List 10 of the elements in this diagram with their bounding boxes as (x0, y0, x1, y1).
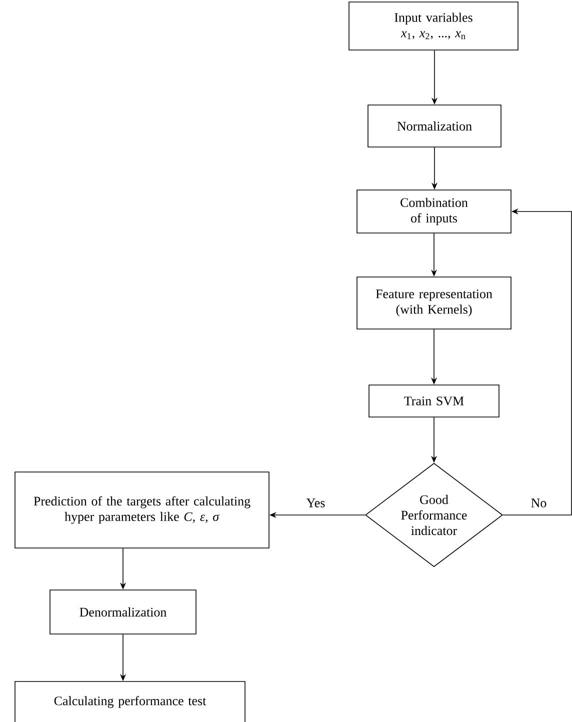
process-box: Prediction of the targets after calculating hyper parameters like C, ε, σ (14, 472, 270, 548)
process-box: Denormalization (50, 590, 196, 634)
edge-label: No (531, 498, 546, 508)
process-box: Input variables x$_{1}$, x$_{2}$, ..., x$_{n}$ (348, 2, 518, 50)
process-box: Calculating performance test (14, 681, 246, 722)
process-box: Train SVM (368, 384, 500, 418)
process-box: Normalization (368, 104, 502, 148)
process-box: Combination of inputs (356, 190, 512, 234)
process-box: Feature representation (with Kernels) (356, 276, 512, 330)
edge-label: Yes (306, 498, 325, 508)
